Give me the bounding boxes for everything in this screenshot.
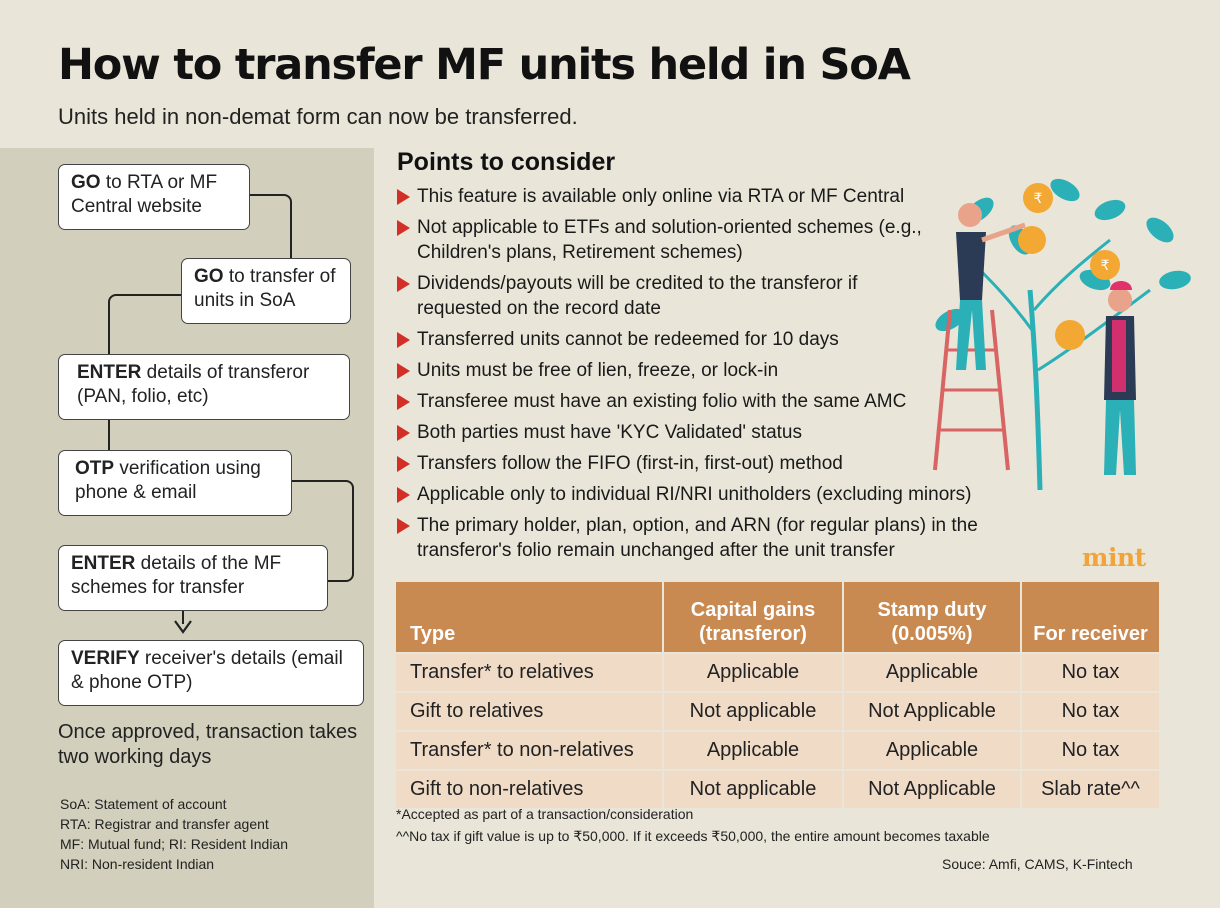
tax-table: Type Capital gains (transferor) Stamp du… (396, 582, 1159, 808)
triangle-bullet-icon (397, 363, 410, 379)
coin-symbol: ₹ (1101, 258, 1110, 274)
table-cell: Transfer* to non-relatives (396, 730, 664, 769)
column-header: Capital gains (transferor) (664, 582, 844, 652)
point-item: Dividends/payouts will be credited to th… (395, 271, 907, 321)
step-text: to RTA or MF Central website (71, 172, 218, 217)
triangle-bullet-icon (397, 394, 410, 410)
point-item: The primary holder, plan, option, and AR… (395, 513, 1057, 563)
table-cell: Gift to non-relatives (396, 769, 664, 808)
legend-item: NRI: Non-resident Indian (60, 856, 215, 872)
step-keyword: GO (71, 172, 101, 193)
step-keyword: ENTER (77, 362, 142, 383)
table-row: Gift to relatives Not applicable Not App… (396, 691, 1159, 730)
step-verify-receiver: VERIFY receiver's details (email & phone… (58, 640, 364, 706)
mint-logo: mint (1082, 543, 1146, 572)
step-enter-schemes: ENTER details of the MF schemes for tran… (58, 545, 328, 611)
point-text: Transferee must have an existing folio w… (417, 391, 907, 412)
triangle-bullet-icon (397, 487, 410, 503)
legend-item: SoA: Statement of account (60, 796, 227, 812)
point-text: Both parties must have 'KYC Validated' s… (417, 422, 802, 443)
triangle-bullet-icon (397, 189, 410, 205)
table-cell: No tax (1022, 691, 1159, 730)
page-title: How to transfer MF units held in SoA (58, 40, 911, 90)
point-text: This feature is available only online vi… (417, 186, 905, 207)
table-cell: Applicable (664, 730, 844, 769)
table-header-row: Type Capital gains (transferor) Stamp du… (396, 582, 1159, 652)
table-cell: Transfer* to relatives (396, 652, 664, 691)
column-header: For receiver (1022, 582, 1159, 652)
step-text: to transfer of units in SoA (194, 266, 336, 311)
source-credit: Souce: Amfi, CAMS, K-Fintech (942, 856, 1133, 872)
abbreviation-legend: SoA: Statement of account RTA: Registrar… (60, 794, 360, 874)
table-cell: No tax (1022, 730, 1159, 769)
table-cell: Not Applicable (844, 769, 1022, 808)
table-cell: Not Applicable (844, 691, 1022, 730)
step-keyword: ENTER (71, 553, 136, 574)
step-otp: OTP verification using phone & email (58, 450, 292, 516)
step-keyword: VERIFY (71, 648, 140, 669)
table-cell: Slab rate^^ (1022, 769, 1159, 808)
point-item: Units must be free of lien, freeze, or l… (395, 358, 1045, 383)
point-item: Transferred units cannot be redeemed for… (395, 327, 1045, 352)
table-row: Gift to non-relatives Not applicable Not… (396, 769, 1159, 808)
arrow-down-icon (174, 620, 192, 634)
point-text: The primary holder, plan, option, and AR… (417, 515, 978, 561)
triangle-bullet-icon (397, 332, 410, 348)
flow-connector (246, 194, 292, 262)
point-item: Applicable only to individual RI/NRI uni… (395, 482, 1045, 507)
triangle-bullet-icon (397, 456, 410, 472)
step-text: verification using phone & email (75, 458, 261, 503)
point-text: Applicable only to individual RI/NRI uni… (417, 484, 972, 505)
tax-table-grid: Type Capital gains (transferor) Stamp du… (396, 582, 1159, 808)
column-header: Stamp duty (0.005%) (844, 582, 1022, 652)
column-header: Type (396, 582, 664, 652)
point-text: Units must be free of lien, freeze, or l… (417, 360, 779, 381)
table-cell: No tax (1022, 652, 1159, 691)
points-heading: Points to consider (397, 148, 616, 176)
legend-item: RTA: Registrar and transfer agent (60, 816, 269, 832)
legend-item: MF: Mutual fund; RI: Resident Indian (60, 836, 288, 852)
points-list: This feature is available only online vi… (395, 184, 1045, 569)
footnote-gift-limit: ^^No tax if gift value is up to ₹50,000.… (396, 828, 990, 844)
triangle-bullet-icon (397, 220, 410, 236)
table-cell: Not applicable (664, 769, 844, 808)
step-keyword: GO (194, 266, 224, 287)
point-item: Transfers follow the FIFO (first-in, fir… (395, 451, 1045, 476)
point-item: This feature is available only online vi… (395, 184, 1045, 209)
point-text: Transfers follow the FIFO (first-in, fir… (417, 453, 843, 474)
flow-connector (108, 294, 184, 358)
money-tree-illustration: ₹ ₹ (933, 178, 1191, 490)
step-text: details of the MF schemes for transfer (71, 553, 282, 598)
point-text: Dividends/payouts will be credited to th… (417, 273, 858, 319)
table-row: Transfer* to relatives Applicable Applic… (396, 652, 1159, 691)
point-item: Transferee must have an existing folio w… (395, 389, 1045, 414)
flow-connector (182, 610, 184, 624)
approval-note: Once approved, transaction takes two wor… (58, 721, 358, 768)
step-text: receiver's details (email & phone OTP) (71, 648, 343, 693)
page-subtitle: Units held in non-demat form can now be … (58, 104, 578, 129)
step-text: details of transferor (PAN, folio, etc) (77, 362, 310, 407)
point-text: Transferred units cannot be redeemed for… (417, 329, 839, 350)
coin-symbol: ₹ (1034, 191, 1043, 207)
step-go-transfer: GO to transfer of units in SoA (181, 258, 351, 324)
flow-connector (108, 420, 110, 450)
table-cell: Not applicable (664, 691, 844, 730)
step-keyword: OTP (75, 458, 115, 479)
table-cell: Applicable (844, 652, 1022, 691)
triangle-bullet-icon (397, 276, 410, 292)
point-text: Not applicable to ETFs and solution-orie… (417, 217, 922, 263)
triangle-bullet-icon (397, 425, 410, 441)
table-row: Transfer* to non-relatives Applicable Ap… (396, 730, 1159, 769)
point-item: Not applicable to ETFs and solution-orie… (395, 215, 927, 265)
table-cell: Applicable (844, 730, 1022, 769)
step-enter-transferor: ENTER details of transferor (PAN, folio,… (58, 354, 350, 420)
footnote-consideration: *Accepted as part of a transaction/consi… (396, 806, 694, 822)
point-item: Both parties must have 'KYC Validated' s… (395, 420, 1045, 445)
table-cell: Applicable (664, 652, 844, 691)
table-cell: Gift to relatives (396, 691, 664, 730)
triangle-bullet-icon (397, 518, 410, 534)
step-go-rta: GO to RTA or MF Central website (58, 164, 250, 230)
